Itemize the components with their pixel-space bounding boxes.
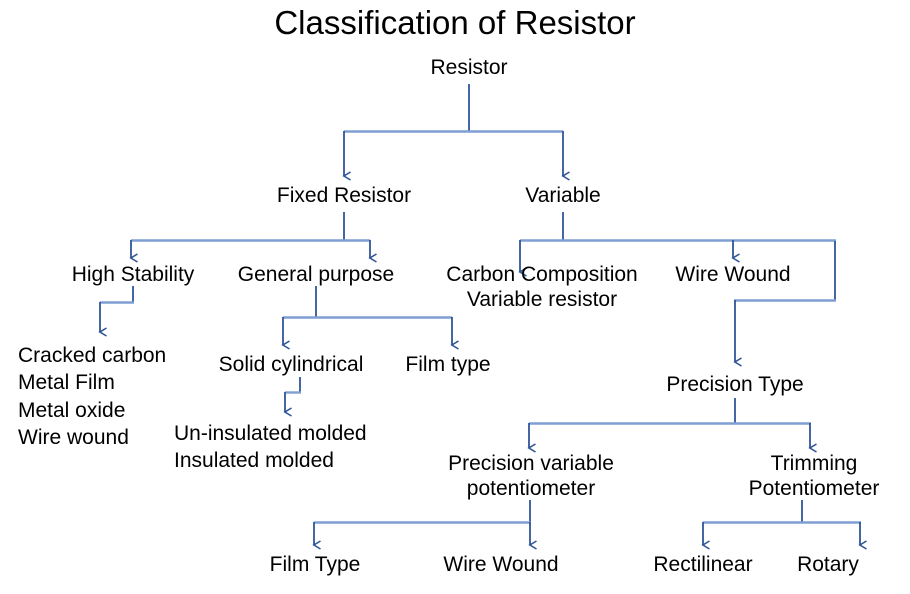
node-high-stability-leaf-list[interactable]: Cracked carbon Metal Film Metal oxide Wi… — [18, 344, 167, 449]
node-general-purpose[interactable]: General purpose — [237, 263, 395, 286]
node-film-type[interactable]: Film type — [405, 353, 491, 376]
node-precision-type[interactable]: Precision Type — [666, 373, 804, 396]
node-wire-wound[interactable]: Wire Wound — [675, 263, 791, 286]
node-precision-variable-potentiometer[interactable]: Precision variable potentiometer — [448, 452, 614, 500]
node-trimming-potentiometer[interactable]: Trimming Potentiometer — [748, 452, 880, 500]
node-wire-wound-bottom[interactable]: Wire Wound — [443, 553, 559, 576]
node-rectilinear[interactable]: Rectilinear — [653, 553, 753, 576]
node-variable[interactable]: Variable — [525, 184, 601, 207]
page-title: Classification of Resistor — [274, 4, 636, 41]
node-rotary[interactable]: Rotary — [797, 553, 859, 576]
node-film-type-bottom[interactable]: Film Type — [269, 553, 361, 576]
node-high-stability[interactable]: High Stability — [71, 263, 195, 286]
node-carbon-composition-variable-resistor[interactable]: Carbon Composition Variable resistor — [446, 263, 638, 311]
node-fixed-resistor[interactable]: Fixed Resistor — [276, 184, 412, 207]
node-molded-leaf-list[interactable]: Un-insulated molded Insulated molded — [174, 422, 367, 473]
node-solid-cylindrical[interactable]: Solid cylindrical — [218, 353, 364, 376]
node-resistor[interactable]: Resistor — [430, 56, 508, 79]
